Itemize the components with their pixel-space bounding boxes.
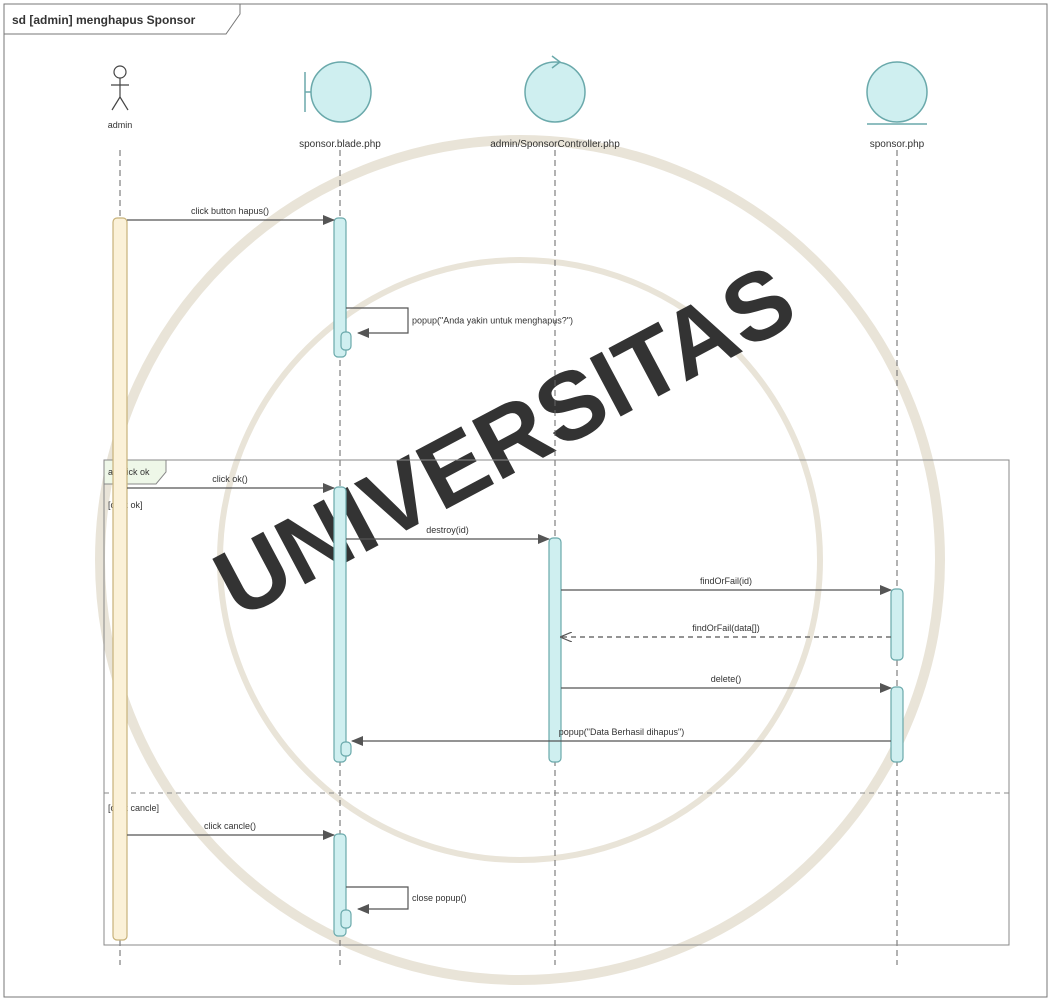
boundary-icon	[304, 61, 372, 123]
fragment-label: alt click ok	[108, 467, 150, 477]
control-icon	[524, 55, 586, 123]
activation-bar	[890, 588, 904, 661]
lifeline-name: admin/SponsorController.php	[490, 139, 620, 150]
frame-title-tab	[3, 3, 241, 35]
frame-title: sd [admin] menghapus Sponsor	[12, 13, 196, 27]
watermark-seal: UNIVERSITAS	[95, 135, 945, 985]
message: findOrFail(id)	[561, 576, 892, 595]
message-label: click button hapus()	[191, 206, 269, 216]
message-arrow	[346, 886, 409, 914]
self-message: close popup()	[346, 886, 467, 914]
self-message: popup("Anda yakin untuk menghapus?")	[346, 307, 573, 338]
message-label: popup("Data Berhasil dihapus")	[559, 727, 684, 737]
activation-bar	[340, 331, 352, 351]
activation-bar	[340, 909, 352, 929]
message-label: popup("Anda yakin untuk menghapus?")	[412, 316, 573, 326]
lifeline-name: admin	[108, 120, 133, 130]
message: click ok()	[127, 474, 335, 493]
message-label: delete()	[711, 674, 742, 684]
message-label: close popup()	[412, 893, 467, 903]
activation-bar	[890, 686, 904, 763]
message-label: findOrFail(data[])	[692, 623, 760, 633]
actor-icon	[111, 65, 129, 111]
message-label: destroy(id)	[426, 525, 469, 535]
diagram-frame	[3, 3, 1048, 998]
message: click button hapus()	[127, 206, 335, 225]
alt-fragment	[103, 459, 1010, 946]
guard-label: [click cancle]	[108, 803, 159, 813]
message: destroy(id)	[346, 525, 550, 544]
message: click cancle()	[127, 821, 335, 840]
message: findOrFail(data[])	[561, 623, 891, 637]
activation-bar	[333, 486, 347, 763]
activation-bar	[112, 217, 128, 941]
message-label: click cancle()	[204, 821, 256, 831]
lifeline-name: sponsor.php	[870, 139, 925, 150]
lifeline-3: admin/SponsorController.php	[490, 55, 620, 965]
entity-icon	[866, 61, 928, 125]
message: popup("Data Berhasil dihapus")	[351, 727, 891, 746]
activation-bar	[340, 741, 352, 757]
lifeline-4: sponsor.php	[866, 61, 928, 965]
message-label: findOrFail(id)	[700, 576, 752, 586]
message: delete()	[561, 674, 892, 693]
lifeline-name: sponsor.blade.php	[299, 139, 381, 150]
message-label: click ok()	[212, 474, 248, 484]
activation-bar	[548, 537, 562, 763]
activation-bar	[333, 217, 347, 358]
message-arrow	[346, 307, 409, 338]
